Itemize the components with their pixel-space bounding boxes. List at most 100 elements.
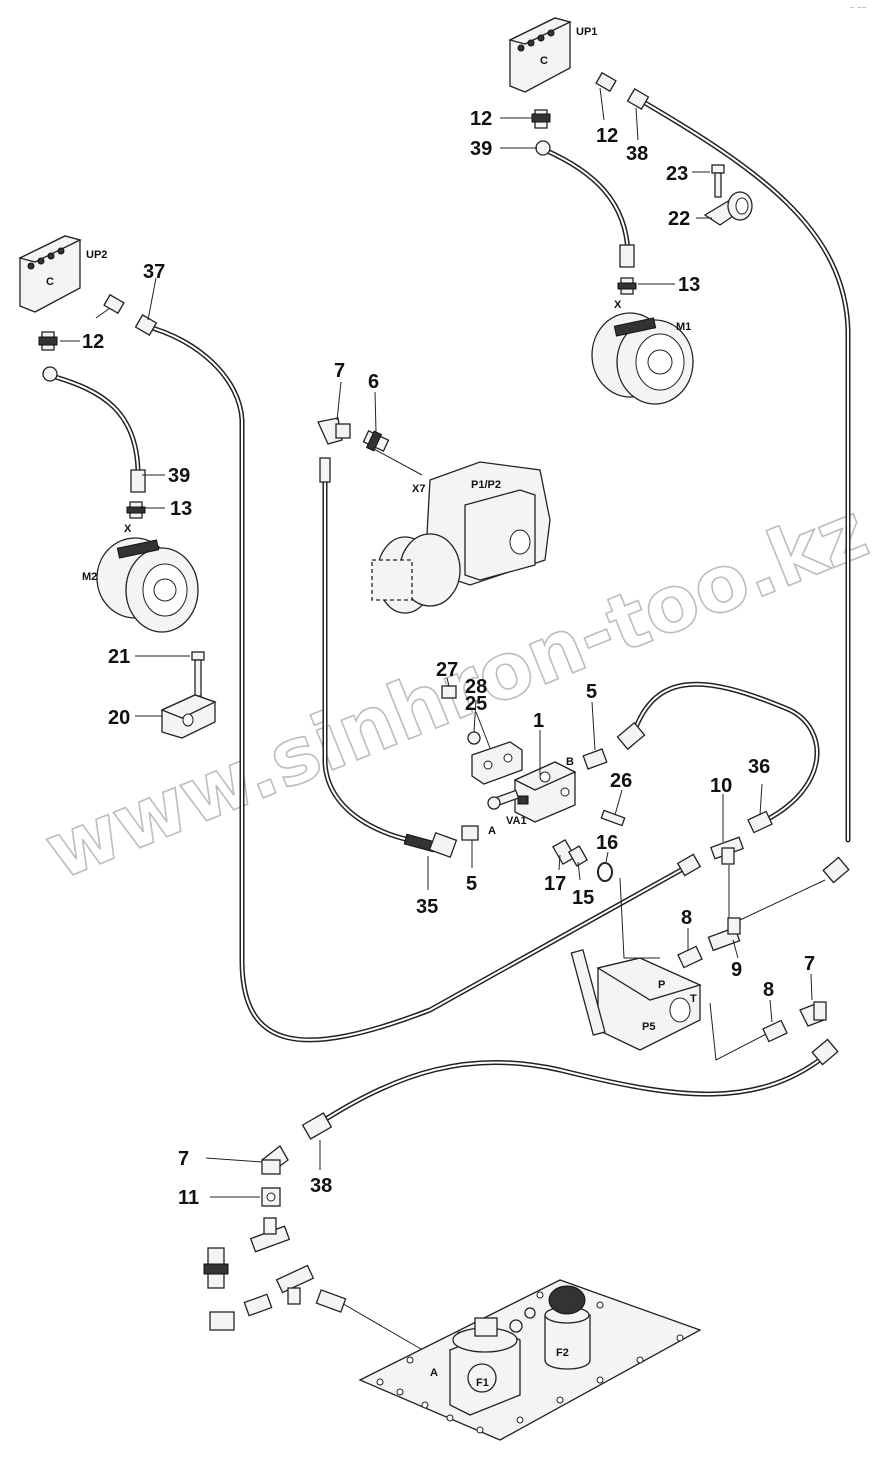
label-f2: F2 xyxy=(556,1347,569,1359)
callout-12: 12 xyxy=(82,331,104,353)
label-m1: M1 xyxy=(676,321,691,333)
fitting-6 xyxy=(362,430,390,452)
callout-38: 38 xyxy=(626,143,648,165)
callout-36: 36 xyxy=(748,756,770,778)
callout-8: 8 xyxy=(763,979,774,1001)
fitting-12-up2-side xyxy=(103,293,125,315)
callout-13: 13 xyxy=(170,498,192,520)
fitting-15 xyxy=(567,845,589,867)
callout-20: 20 xyxy=(108,707,130,729)
fitting-lower-4 xyxy=(243,1293,273,1317)
label-a-tank: A xyxy=(430,1367,438,1379)
hose-35-end-fitting xyxy=(403,831,458,859)
callout-15: 15 xyxy=(572,887,594,909)
label-p: P xyxy=(658,979,665,991)
callout-16: 16 xyxy=(596,832,618,854)
callout-11: 11 xyxy=(178,1187,199,1209)
callout-5: 5 xyxy=(466,873,477,895)
elbow-7-pump xyxy=(317,417,351,445)
fitting-8-upper xyxy=(677,945,703,969)
label-x-m2: X xyxy=(124,523,132,535)
label-port-b: B xyxy=(566,756,574,768)
filter-f2: F2 xyxy=(544,1285,591,1370)
tee-fitting-lower-3 xyxy=(275,1264,315,1305)
tee-10 xyxy=(710,836,744,865)
label-up2: UP2 xyxy=(86,249,107,261)
fitting-lower-6 xyxy=(315,1289,347,1313)
callout-7: 7 xyxy=(804,953,815,975)
fitting-39-upper-end xyxy=(535,140,551,156)
tee-fitting-lower-1 xyxy=(249,1217,291,1253)
fitting-5-b xyxy=(582,748,608,770)
label-x-m1: X xyxy=(614,299,622,311)
callout-23: 23 xyxy=(666,163,688,185)
hose-38-upper-end xyxy=(822,856,850,884)
callout-28: 28 xyxy=(465,676,487,698)
fitting-12-up2-bottom xyxy=(38,331,58,351)
bracket-22 xyxy=(703,191,753,226)
callout-17: 17 xyxy=(544,873,566,895)
hose-36 xyxy=(627,681,820,826)
callout-leaders xyxy=(60,87,813,1198)
hose-38-upper xyxy=(637,97,851,843)
fitting-12-up1-side xyxy=(595,71,617,93)
callout-21: 21 xyxy=(108,646,130,668)
connector-line-x7 xyxy=(371,447,423,476)
callout-12: 12 xyxy=(596,125,618,147)
tank-plate: A xyxy=(358,1279,702,1441)
hose-38-lower xyxy=(309,1049,833,1131)
callout-26: 26 xyxy=(610,770,632,792)
valve-va1: VA1 A B xyxy=(487,756,577,837)
valve-block-up1: UP1 C xyxy=(508,17,597,93)
plate-25 xyxy=(471,741,523,785)
callout-10: 10 xyxy=(710,775,732,797)
callout-5: 5 xyxy=(586,681,597,703)
callout-6: 6 xyxy=(368,371,379,393)
label-up1: UP1 xyxy=(576,26,597,38)
valve-block-up2: UP2 C xyxy=(18,235,107,313)
fitting-13-m1 xyxy=(617,277,637,295)
fitting-5-a xyxy=(461,825,479,841)
callout-13: 13 xyxy=(678,274,700,296)
filter-f1: F1 xyxy=(449,1317,521,1416)
callout-38: 38 xyxy=(310,1175,332,1197)
hose-38-lower-end-left xyxy=(301,1112,333,1140)
hose-39-upper xyxy=(542,147,631,265)
fitting-13-m2 xyxy=(126,501,146,519)
fitting-39-left-top xyxy=(42,366,58,382)
elbow-7-right xyxy=(799,1001,827,1027)
label-p1-p2: P1/P2 xyxy=(471,479,501,491)
elbow-7-lower xyxy=(261,1145,289,1175)
pump-p1-p2: X7 P1/P2 xyxy=(371,461,551,614)
label-port-a: A xyxy=(488,825,496,837)
callout-8: 8 xyxy=(681,907,692,929)
hose-36-end-bottom xyxy=(747,810,773,834)
elbow-9 xyxy=(707,917,741,952)
callout-27: 27 xyxy=(436,659,458,681)
nut-11 xyxy=(261,1187,281,1207)
plug-tank xyxy=(509,1307,536,1333)
label-f1: F1 xyxy=(476,1377,489,1389)
connector-line-8 xyxy=(709,1002,771,1061)
label-p5: P5 xyxy=(642,1021,655,1033)
label-x7: X7 xyxy=(412,483,425,495)
callout-37: 37 xyxy=(143,261,165,283)
label-c-up2: C xyxy=(46,276,54,288)
connector-line-38 xyxy=(739,879,826,921)
bolt-23 xyxy=(711,164,725,198)
callout-22: 22 xyxy=(668,208,690,230)
hose-35 xyxy=(322,459,443,848)
callout-35: 35 xyxy=(416,896,438,918)
fitting-39-lower-end xyxy=(619,244,635,268)
plug-17 xyxy=(552,838,576,866)
clamp-20 xyxy=(160,694,217,739)
hose-39-left xyxy=(49,373,141,483)
fitting-12-up1-bottom xyxy=(531,109,551,129)
bolt-21 xyxy=(191,651,205,697)
callout-9: 9 xyxy=(731,959,742,981)
hose-35-top-end xyxy=(319,457,331,483)
motor-m2: M2 X xyxy=(82,523,199,633)
hose-36-end-top xyxy=(616,721,646,751)
callout-7: 7 xyxy=(178,1148,189,1170)
